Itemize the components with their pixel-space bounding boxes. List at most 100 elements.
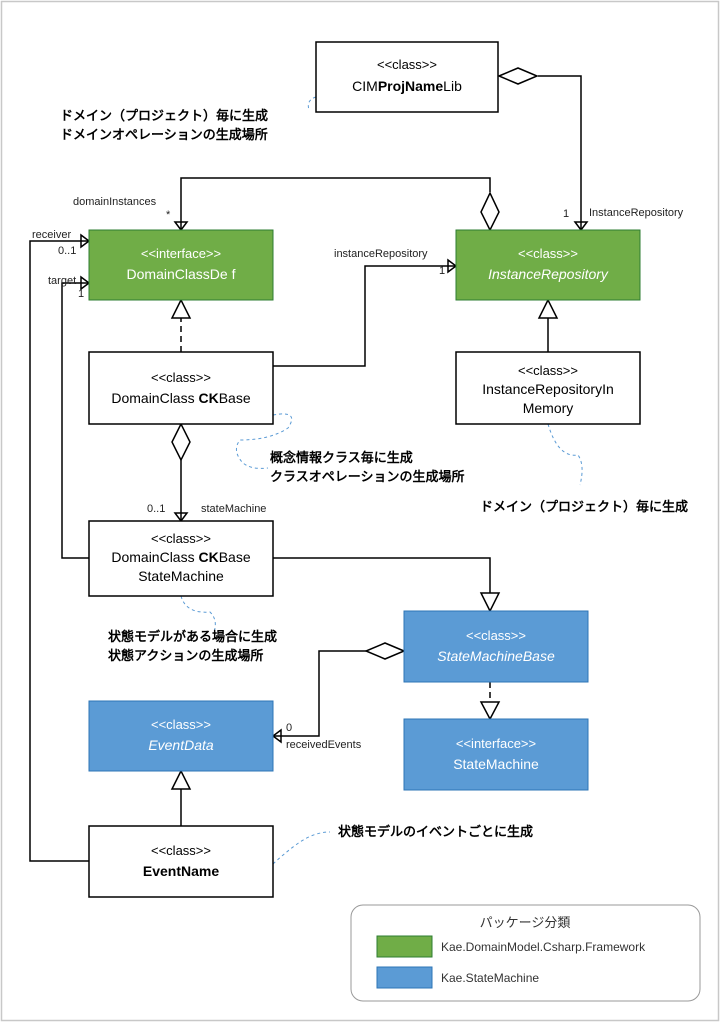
generalization-triangle-in-memory [537, 298, 559, 319]
label-instance-repository-mult2: 1 [439, 265, 445, 277]
label-state-machine-mult: 0..1 [147, 503, 165, 515]
arrowhead-instance-repository [447, 258, 458, 274]
generalization-triangle-sm-base [479, 592, 501, 613]
class-box [315, 41, 499, 113]
legend-box [350, 904, 701, 1002]
interface-state-machine[interactable]: <<interface>> StateMachine [403, 718, 589, 791]
label-instance-repository-role: InstanceRepository [589, 207, 684, 219]
legend: パッケージ分類 Kae.DomainModel.Csharp.Framework… [350, 904, 701, 1002]
label-received-events-mult: 0 [286, 722, 292, 734]
class-domain-class-ck-base-state-machine[interactable]: <<class>> DomainClass CKBase StateMachin… [88, 520, 274, 597]
association-domain-instances [180, 177, 491, 230]
note4-line2: 状態アクションの生成場所 [108, 648, 263, 663]
note1-connector [307, 96, 317, 111]
stereotype-label: <<class>> [151, 531, 211, 546]
label-receiver: receiver [32, 229, 71, 241]
class-box [88, 700, 274, 772]
arrowhead-target [80, 275, 91, 291]
class-box [455, 229, 641, 301]
class-box [403, 610, 589, 683]
legend-label-framework: Kae.DomainModel.Csharp.Framework [441, 940, 646, 954]
association-target [61, 282, 89, 559]
class-instance-repository-in-memory[interactable]: <<class>> InstanceRepositoryIn Memory [455, 351, 641, 425]
stereotype-label: <<class>> [151, 717, 211, 732]
label-domain-instances: domainInstances [73, 196, 157, 208]
note4-line1: 状態モデルがある場合に生成 [108, 629, 277, 644]
legend-label-statemachine: Kae.StateMachine [441, 971, 539, 985]
label-target-mult: 1 [78, 288, 84, 300]
class-name-suffix: Base [219, 390, 251, 406]
generalization-triangle-event-data [170, 769, 192, 790]
stereotype-label: <<class>> [518, 246, 578, 261]
label-instance-repository-mult: 1 [563, 208, 569, 220]
association-received-events [273, 650, 366, 737]
class-box [88, 825, 274, 898]
association-instance-repository [273, 265, 456, 367]
class-name-prefix: CIM [352, 78, 378, 94]
generalization-ckbase-sm [273, 557, 491, 593]
class-name: StateMachine [453, 756, 539, 772]
note4-connector [180, 595, 216, 633]
class-cim-proj-name-lib[interactable]: <<class>> CIMProjNameLib [315, 41, 499, 113]
class-name-bold: CK [198, 390, 218, 406]
arrowhead-receiver [80, 233, 91, 249]
label-domain-instances-mult: * [166, 209, 171, 221]
composition-diamond-lib [497, 67, 539, 85]
class-name: StateMachineBase [437, 648, 555, 664]
stereotype-label: <<interface>> [456, 736, 536, 751]
arrowhead-event-data [271, 728, 282, 744]
stereotype-label: <<class>> [466, 628, 526, 643]
aggregation-diamond-sm-base [364, 642, 406, 660]
label-target: target [48, 275, 76, 287]
note1-line2: ドメインオペレーションの生成場所 [60, 127, 268, 142]
class-name: DomainClassDe f [127, 266, 236, 282]
class-box [88, 229, 274, 301]
stereotype-label: <<class>> [151, 370, 211, 385]
interface-domain-class-def[interactable]: <<interface>> DomainClassDe f [88, 229, 274, 301]
label-receiver-mult: 0..1 [58, 245, 76, 257]
note1-line1: ドメイン（プロジェクト）毎に生成 [60, 108, 268, 123]
note5: 状態モデルのイベントごとに生成 [338, 824, 533, 839]
class-box [88, 520, 274, 597]
aggregation-diamond-repository [480, 191, 500, 232]
class-box [455, 351, 641, 425]
class-name-line1: DomainClass CKBase [111, 549, 250, 565]
stereotype-label: <<class>> [518, 363, 578, 378]
class-event-name[interactable]: <<class>> EventName [88, 825, 274, 898]
class-name: EventName [143, 863, 219, 879]
class-name-suffix: Base [219, 549, 251, 565]
class-name-line2: Memory [523, 400, 574, 416]
class-event-data[interactable]: <<class>> EventData [88, 700, 274, 772]
note-connectors [180, 96, 583, 865]
class-name-prefix: DomainClass [111, 549, 198, 565]
composition-diamond-ckbase [171, 422, 191, 462]
class-name: EventData [148, 737, 214, 753]
class-name-prefix: DomainClass [111, 390, 198, 406]
stereotype-label: <<interface>> [141, 246, 221, 261]
class-box [403, 718, 589, 791]
class-name: CIMProjNameLib [352, 78, 462, 94]
class-name: InstanceRepository [488, 266, 609, 282]
label-state-machine-role: stateMachine [201, 503, 266, 515]
class-name-bold: ProjName [378, 78, 444, 94]
arrowhead-repository [573, 221, 589, 232]
legend-swatch-framework [376, 935, 433, 958]
note2-line2: クラスオペレーションの生成場所 [270, 469, 464, 484]
note3-connector [547, 423, 583, 486]
class-state-machine-base[interactable]: <<class>> StateMachineBase [403, 610, 589, 683]
association-receiver [29, 240, 89, 862]
class-name-line2: StateMachine [138, 568, 224, 584]
label-received-events-role: receivedEvents [286, 739, 362, 751]
class-name: DomainClass CKBase [111, 390, 250, 406]
arrowhead-domain-class-def [173, 221, 189, 232]
legend-swatch-statemachine [376, 966, 433, 989]
class-instance-repository[interactable]: <<class>> InstanceRepository [455, 229, 641, 301]
class-name-line1: InstanceRepositoryIn [482, 381, 614, 397]
label-instance-repository-role2: instanceRepository [334, 248, 428, 260]
realization-triangle-ckbase [170, 298, 192, 319]
stereotype-label: <<class>> [151, 843, 211, 858]
class-domain-class-ck-base[interactable]: <<class>> DomainClass CKBase [88, 351, 274, 425]
realization-triangle-sm [479, 701, 501, 721]
stereotype-label: <<class>> [377, 57, 437, 72]
